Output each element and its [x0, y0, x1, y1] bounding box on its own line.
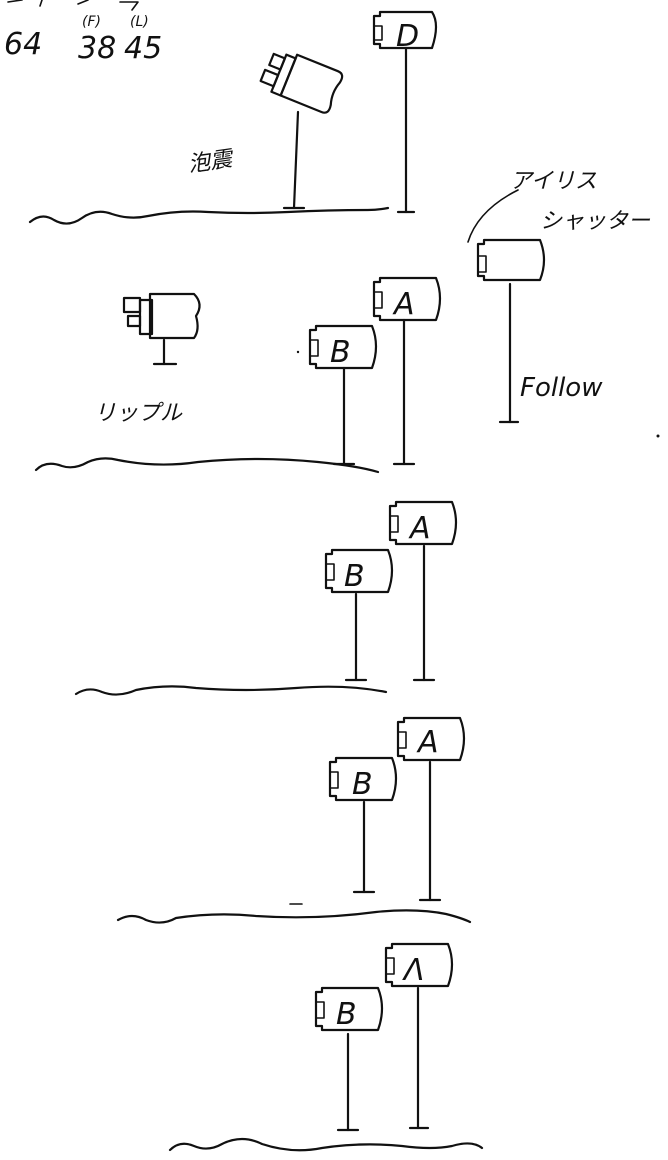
ripple-label: リップル [94, 401, 183, 426]
sign-b-letter: B [336, 997, 357, 1032]
sign-d: D [372, 10, 438, 214]
sign-a-letter: A [392, 287, 415, 322]
sign-b-panel-3: B [324, 548, 394, 682]
sign-a-letter: Λ [402, 953, 425, 988]
panel-5: Λ B [168, 942, 484, 1152]
header-num-a-sup: (F) [82, 14, 101, 30]
tilted-camera-icon [259, 52, 344, 114]
ground-line-1 [28, 206, 390, 225]
tilted-camera-pole [292, 110, 300, 210]
header-num-a: 38 [78, 31, 116, 66]
panel-1: 泡震 D [28, 10, 438, 225]
header-num-main: 64 [4, 27, 42, 62]
panel-2: リップル A B [34, 276, 442, 474]
sign-b-panel-5: B [314, 986, 384, 1132]
sign-d-letter: D [396, 19, 419, 54]
sign-b-letter: B [344, 559, 365, 594]
sign-a-letter: A [408, 511, 431, 546]
follow-camera-icon [476, 238, 546, 282]
ground-line-2 [34, 457, 380, 474]
tilt-label: 泡震 [187, 146, 237, 177]
sign-a-panel-3: A [388, 500, 458, 682]
sign-b-panel-4: B [328, 756, 398, 894]
sign-b-letter: B [330, 335, 351, 370]
iris-label-1: アイリス [510, 169, 597, 194]
sign-a-panel-4: A [396, 716, 466, 902]
header-num-b: 45 [124, 31, 162, 66]
panel-4: A B [116, 716, 472, 924]
sign-b-panel-2: B [308, 324, 378, 466]
follow-label: Follow [520, 373, 603, 403]
sign-a-letter: A [416, 725, 439, 760]
ground-line-5 [168, 1137, 484, 1152]
ground-line-4 [116, 909, 472, 924]
header-numbers: 64 38 (F) 45 (L) [4, 0, 162, 66]
iris-arrow [467, 189, 519, 243]
iris-note: アイリス シャッター Follow [467, 169, 651, 424]
header-scribble [7, 0, 139, 11]
sign-a-panel-5: Λ [384, 942, 454, 1130]
ground-line-3 [74, 685, 388, 696]
ripple-camera-icon [122, 292, 201, 366]
panel-3: A B [74, 500, 458, 696]
header-num-b-sup: (L) [130, 14, 149, 30]
iris-label-2: シャッター [540, 209, 651, 234]
sign-b-letter: B [352, 767, 373, 802]
sign-a-panel-2: A [372, 276, 442, 466]
